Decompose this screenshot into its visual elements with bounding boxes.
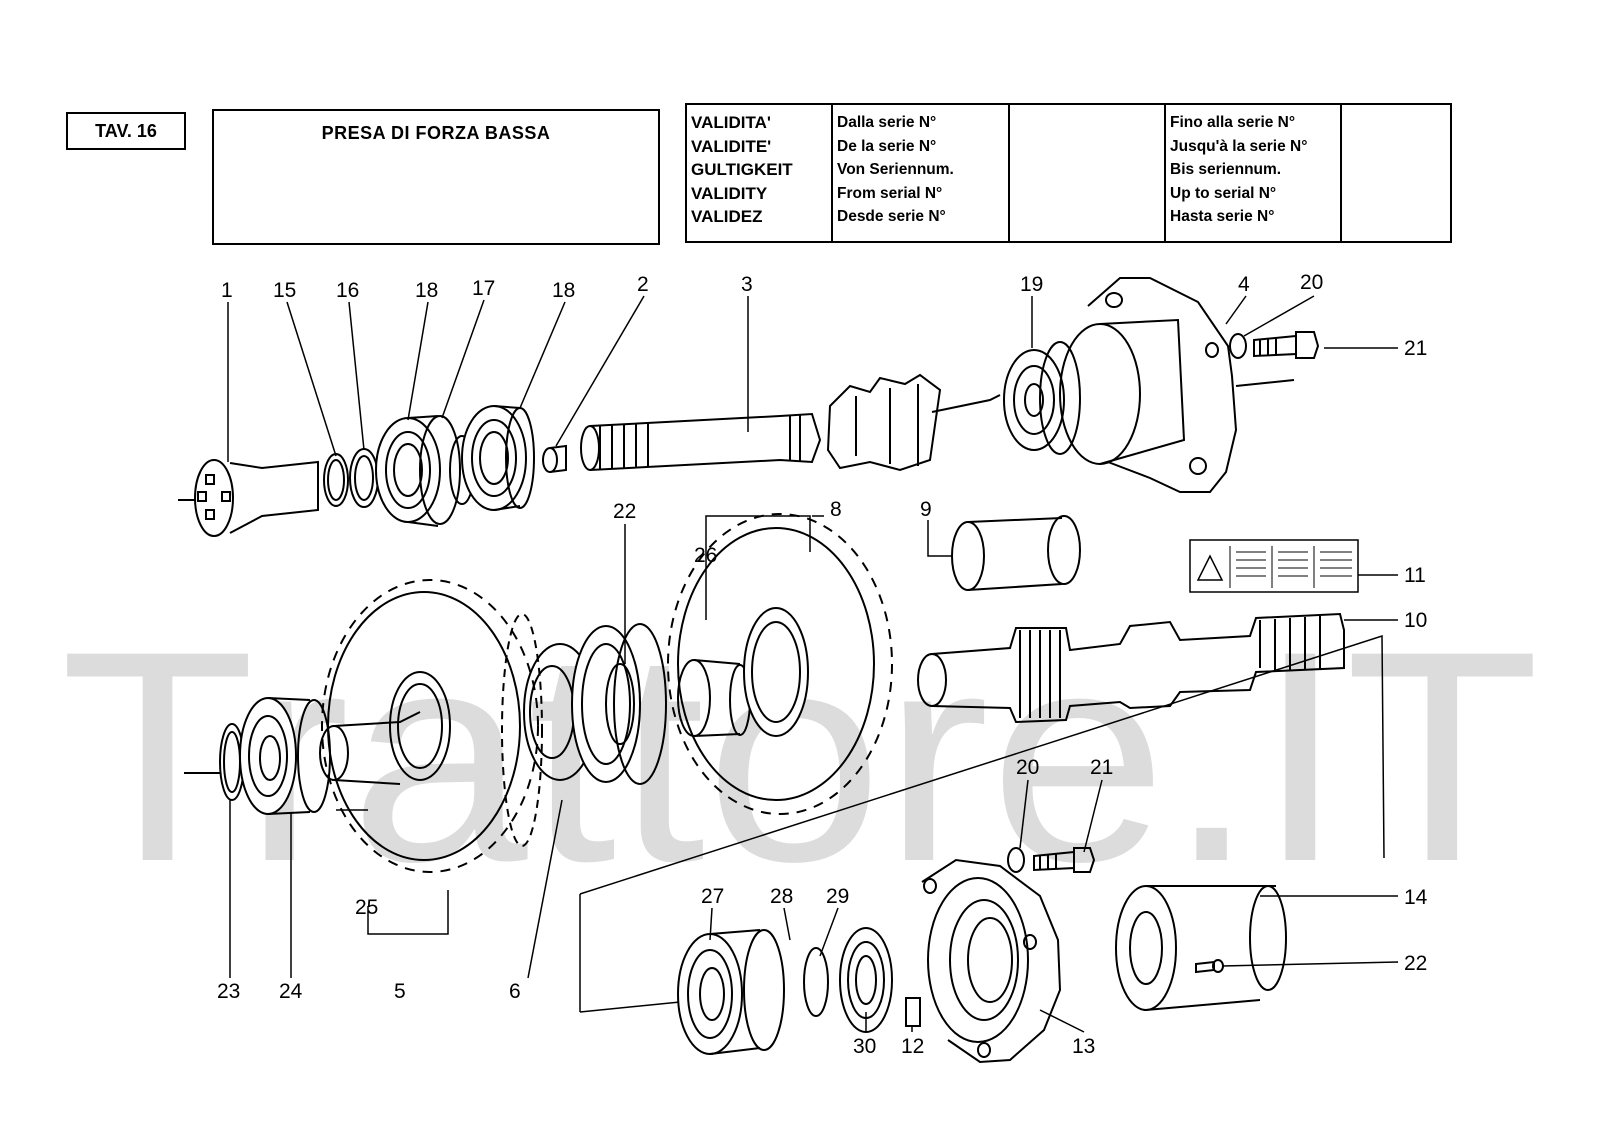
callout-13: 13 xyxy=(1072,1035,1095,1058)
callout-1: 1 xyxy=(221,279,233,302)
validity-label-fr: VALIDITE' xyxy=(691,136,772,156)
part-1-coupler xyxy=(178,459,319,537)
validity-labels: VALIDITA' VALIDITE' GULTIGKEIT VALIDITY … xyxy=(686,104,832,242)
callout-3: 3 xyxy=(741,273,753,296)
part-21-bolt-bottom xyxy=(1033,847,1096,873)
callout-27: 27 xyxy=(701,885,724,908)
callout-6: 6 xyxy=(509,980,521,1003)
from-serial-it: Dalla serie N° xyxy=(837,114,937,131)
part-26-sleeve xyxy=(677,659,751,737)
callout-24: 24 xyxy=(279,980,303,1003)
page-title: PRESA DI FORZA BASSA xyxy=(321,123,551,143)
validity-label-de: GULTIGKEIT xyxy=(691,160,793,179)
callout-15: 15 xyxy=(273,279,296,302)
drawing-lines xyxy=(178,277,1385,1064)
from-serial-fr: De la serie N° xyxy=(837,137,937,155)
part-15-circlip xyxy=(323,453,349,507)
part-14-cover xyxy=(1115,885,1287,1011)
callout-20-top: 20 xyxy=(1300,271,1323,294)
part-13-housing xyxy=(921,858,1062,1064)
from-serial-de: Von Seriennum. xyxy=(837,161,954,178)
callout-11: 11 xyxy=(1404,564,1426,587)
callout-29: 29 xyxy=(826,885,849,908)
part-12-key xyxy=(905,997,921,1027)
callout-5: 5 xyxy=(394,980,406,1003)
part-25-spacer xyxy=(319,711,421,785)
from-serial-en: From serial N° xyxy=(837,184,943,202)
part-3-shaft xyxy=(580,373,1001,472)
callout-18-b: 18 xyxy=(552,279,575,302)
callout-10: 10 xyxy=(1404,609,1427,632)
validity-label-it: VALIDITA' xyxy=(691,113,771,132)
from-serial-labels: Dalla serie N° De la serie N° Von Serien… xyxy=(831,104,1009,242)
validity-label-es: VALIDEZ xyxy=(691,207,763,226)
title-box: PRESA DI FORZA BASSA xyxy=(212,109,660,245)
callout-23: 23 xyxy=(217,980,240,1003)
part-11-decal xyxy=(1189,539,1359,593)
from-serial-es: Desde serie N° xyxy=(837,208,946,225)
part-10-shaft xyxy=(917,612,1345,724)
callout-19: 19 xyxy=(1020,273,1043,296)
table-number-label: TAV. 16 xyxy=(66,112,186,150)
part-20-washer-top xyxy=(1229,333,1247,359)
part-9-sleeve xyxy=(951,515,1081,591)
callout-17: 17 xyxy=(472,277,495,300)
callout-21-top: 21 xyxy=(1404,337,1427,360)
callout-9: 9 xyxy=(920,498,932,521)
part-8-gear xyxy=(667,513,893,815)
to-serial-labels: Fino alla serie N° Jusqu'à la serie N° B… xyxy=(1164,104,1341,242)
part-4-housing xyxy=(1059,277,1295,493)
part-22-screw xyxy=(1195,959,1224,974)
part-20-washer-bottom xyxy=(1007,847,1025,873)
to-serial-es: Hasta serie N° xyxy=(1170,208,1275,225)
part-29-circlip xyxy=(803,947,829,1017)
callout-8: 8 xyxy=(830,498,842,521)
part-18-bearing-a xyxy=(375,415,461,527)
part-21-bolt-top xyxy=(1253,331,1320,359)
callout-30: 30 xyxy=(853,1035,876,1058)
part-30-bearing xyxy=(839,927,893,1033)
part-24-bearing xyxy=(239,697,331,815)
callout-22-bottom: 22 xyxy=(1404,952,1427,975)
callout-4: 4 xyxy=(1238,273,1250,296)
validity-label-en: VALIDITY xyxy=(691,183,768,203)
callout-25: 25 xyxy=(355,896,378,919)
part-19-bearing xyxy=(1003,341,1081,455)
to-serial-it: Fino alla serie N° xyxy=(1170,114,1296,131)
callout-20-bottom: 20 xyxy=(1016,756,1039,779)
part-27-bearing xyxy=(677,929,785,1055)
validity-table: VALIDITA' VALIDITE' GULTIGKEIT VALIDITY … xyxy=(685,103,1452,243)
part-22-synchronizer xyxy=(571,623,667,785)
callout-12: 12 xyxy=(901,1035,924,1058)
part-5-gear xyxy=(321,579,539,873)
part-2-bushing xyxy=(542,444,567,473)
to-serial-de: Bis seriennum. xyxy=(1170,161,1282,178)
callout-26: 26 xyxy=(694,544,717,567)
callout-16: 16 xyxy=(336,279,359,302)
callout-numbers: 1 15 16 18 17 18 2 3 19 4 20 21 22 8 26 … xyxy=(217,271,1428,1058)
callout-21-bottom: 21 xyxy=(1090,756,1113,779)
part-16-circlip xyxy=(349,448,379,508)
leader-lines xyxy=(227,295,1399,1033)
to-serial-en: Up to serial N° xyxy=(1170,184,1277,202)
callout-22-top: 22 xyxy=(613,500,636,523)
callout-2: 2 xyxy=(637,273,649,296)
callout-18-a: 18 xyxy=(415,279,438,302)
from-serial-value xyxy=(1008,104,1165,242)
to-serial-fr: Jusqu'à la serie N° xyxy=(1170,137,1308,155)
to-serial-value xyxy=(1340,104,1451,242)
callout-28: 28 xyxy=(770,885,793,908)
callout-14: 14 xyxy=(1404,886,1428,909)
part-18-bearing-b xyxy=(461,405,535,511)
